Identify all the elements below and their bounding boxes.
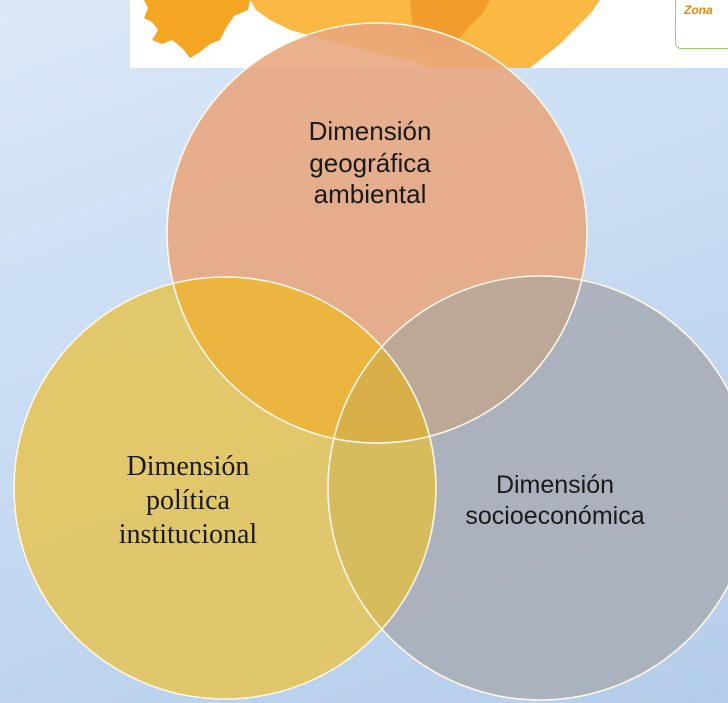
label-geo-line-1: Dimensión bbox=[308, 116, 432, 146]
label-dimension-socioeconomica: Dimensión socioeconómica bbox=[440, 470, 670, 531]
overlap-geo-pol bbox=[167, 277, 436, 443]
map-legend-label: Zona bbox=[684, 3, 713, 17]
label-pol-line-3: institucional bbox=[118, 519, 258, 551]
label-pol-line-1: Dimensión bbox=[126, 451, 250, 482]
label-geo-line-2: geográfica bbox=[309, 147, 431, 178]
overlap-geo-soc bbox=[328, 276, 587, 443]
label-soc-line-1: Dimensión bbox=[495, 471, 615, 499]
map-header-image: Zona bbox=[130, 0, 728, 68]
label-soc-line-2: socioeconómica bbox=[465, 501, 645, 530]
label-dimension-geografica-ambiental: Dimensión geográfica ambiental bbox=[270, 116, 470, 211]
label-dimension-politica-institucional: Dimensión política institucional bbox=[78, 450, 298, 552]
label-geo-line-3: ambiental bbox=[313, 179, 427, 210]
circle-outlines bbox=[13, 22, 728, 701]
map-legend-box: Zona bbox=[675, 0, 728, 49]
label-pol-line-2: política bbox=[146, 485, 230, 517]
